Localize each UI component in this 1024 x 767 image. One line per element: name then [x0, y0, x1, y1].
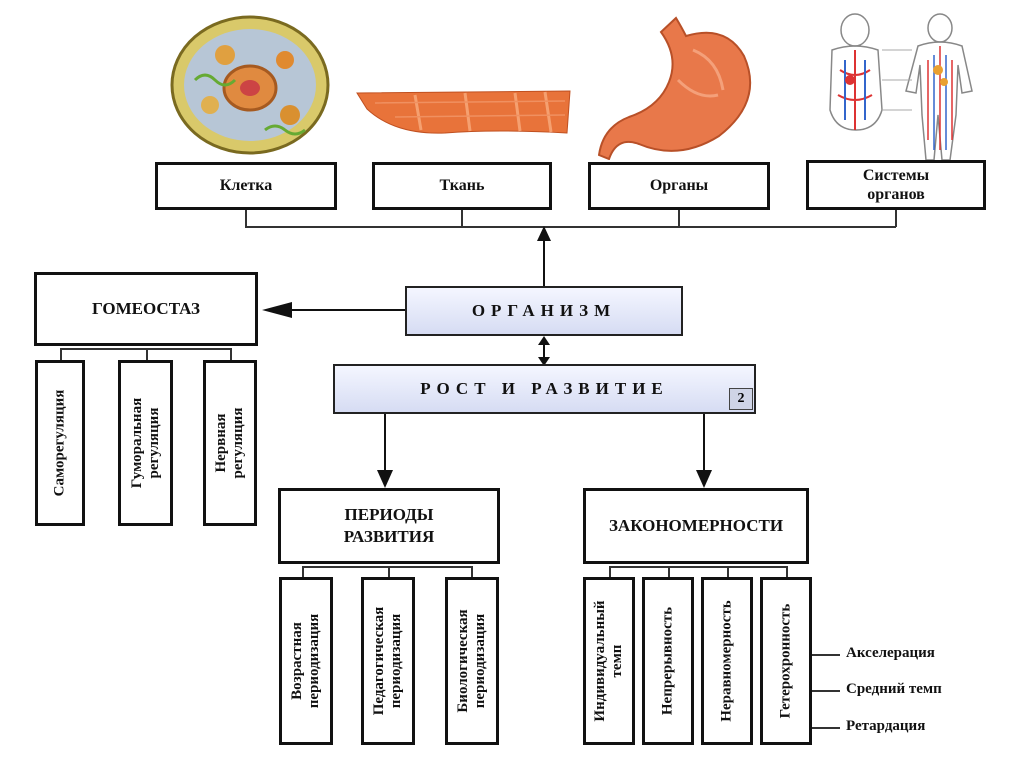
top-bracket-horizontal	[245, 226, 896, 228]
homeostasis-label: ГОМЕОСТАЗ	[91, 299, 201, 318]
cell-box: Клетка	[155, 162, 337, 210]
individual-tempo-box: Индивидуальный темп	[583, 577, 635, 745]
tissue-box: Ткань	[372, 162, 552, 210]
biological-label-2: периодизация	[472, 613, 488, 709]
periods-bracket	[302, 566, 472, 568]
nervous-regulation-box: Нервная регуляция	[203, 360, 257, 526]
humoral-label-2: регуляция	[145, 407, 162, 479]
periods-label-2: РАЗВИТИЯ	[343, 527, 435, 546]
nervous-label-1: Нервная	[213, 413, 229, 473]
age-label-2: периодизация	[306, 613, 322, 709]
tissue-illustration	[356, 90, 571, 134]
organ-systems-illustration	[829, 13, 973, 161]
nervous-label-2: регуляция	[230, 407, 246, 479]
individual-tempo-label-2: темп	[609, 644, 625, 678]
patterns-tick-4	[786, 566, 788, 578]
top-bracket-tick-systems	[895, 210, 897, 227]
acceleration-connector	[812, 654, 840, 656]
growth-development-box: РОСТ И РАЗВИТИЕ	[333, 364, 756, 414]
organ-systems-label-1: Системы	[862, 167, 930, 184]
periods-tick-2	[388, 566, 390, 578]
individual-tempo-label-1: Индивидуальный	[592, 600, 608, 722]
patterns-tick-3	[727, 566, 729, 578]
patterns-tick-1	[609, 566, 611, 578]
growth-development-label: РОСТ И РАЗВИТИЕ	[420, 379, 669, 398]
average-tempo-label: Средний темп	[846, 681, 942, 697]
tissue-label: Ткань	[439, 177, 485, 194]
organism-box: ОРГАНИЗМ	[405, 286, 683, 336]
acceleration-label: Акселерация	[846, 645, 935, 661]
unevenness-box: Неравномерность	[701, 577, 753, 745]
self-regulation-box: Саморегуляция	[35, 360, 85, 526]
retardation-connector	[812, 727, 840, 729]
periods-label-1: ПЕРИОДЫ	[344, 505, 434, 524]
homeostasis-tick-3	[230, 348, 232, 362]
top-bracket-tick-tissue	[461, 210, 463, 227]
periods-tick-3	[471, 566, 473, 578]
continuity-label: Непрерывность	[659, 606, 676, 716]
cell-illustration	[170, 15, 330, 155]
biological-periodization-box: Биологическая периодизация	[445, 577, 499, 745]
unevenness-label: Неравномерность	[718, 600, 735, 722]
top-bracket-tick-organs	[678, 210, 680, 227]
homeostasis-box: ГОМЕОСТАЗ	[34, 272, 258, 346]
periods-box: ПЕРИОДЫ РАЗВИТИЯ	[278, 488, 500, 564]
patterns-label: ЗАКОНОМЕРНОСТИ	[608, 516, 784, 535]
stomach-illustration	[598, 16, 752, 160]
heterochrony-box: Гетерохронность	[760, 577, 812, 745]
homeostasis-tick-1	[60, 348, 62, 362]
pedagogical-label-1: Педагогическая	[371, 606, 387, 716]
average-tempo-connector	[812, 690, 840, 692]
biological-label-1: Биологическая	[455, 609, 471, 713]
humoral-label-1: Гуморальная	[128, 397, 145, 489]
age-periodization-box: Возрастная периодизация	[279, 577, 333, 745]
organs-label: Органы	[649, 177, 709, 194]
retardation-label: Ретардация	[846, 718, 926, 734]
humoral-regulation-box: Гуморальная регуляция	[118, 360, 173, 526]
patterns-bracket	[609, 566, 787, 568]
organism-label: ОРГАНИЗМ	[471, 301, 617, 320]
patterns-tick-2	[668, 566, 670, 578]
continuity-box: Непрерывность	[642, 577, 694, 745]
organs-box: Органы	[588, 162, 770, 210]
top-bracket-tick-cell	[245, 210, 247, 227]
organ-systems-box: Системы органов	[806, 160, 986, 210]
age-label-1: Возрастная	[289, 622, 305, 700]
organ-systems-label-2: органов	[867, 186, 925, 203]
cell-label: Клетка	[219, 177, 273, 194]
self-regulation-label: Саморегуляция	[51, 389, 68, 497]
pedagogical-label-2: периодизация	[388, 613, 404, 709]
homeostasis-tick-2	[146, 348, 148, 362]
periods-tick-1	[302, 566, 304, 578]
page-badge: 2	[729, 388, 753, 410]
page-badge-label: 2	[737, 391, 745, 406]
patterns-box: ЗАКОНОМЕРНОСТИ	[583, 488, 809, 564]
pedagogical-periodization-box: Педагогическая периодизация	[361, 577, 415, 745]
heterochrony-label: Гетерохронность	[777, 603, 794, 719]
